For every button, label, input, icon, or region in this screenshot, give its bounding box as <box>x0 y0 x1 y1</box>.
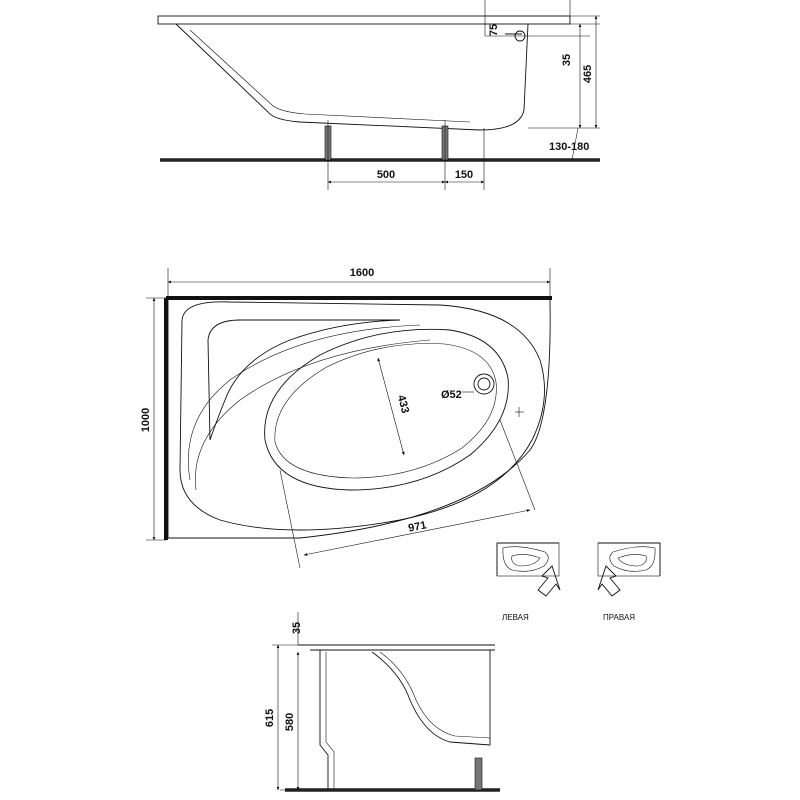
orientation-right-arrow-icon <box>597 565 621 597</box>
top-view-inner-basin <box>264 328 509 491</box>
dim-35: 35 <box>561 54 573 66</box>
dim-465: 465 <box>582 65 594 83</box>
top-view-outer-basin <box>179 301 545 531</box>
drain-hole-inner <box>477 377 491 391</box>
drain-hole-outer <box>473 373 495 395</box>
orientation-right-tub-icon <box>609 546 656 572</box>
top-view-rim <box>167 299 551 539</box>
dim-150: 150 <box>455 169 473 181</box>
side-view: 500 150 75 35 465 130-180 <box>157 0 600 190</box>
end-dim-35: 35 <box>291 622 303 634</box>
dim-1000: 1000 <box>140 408 152 432</box>
side-view-rim <box>157 15 571 25</box>
top-view: 1600 1000 Ø52 433 971 <box>140 267 552 569</box>
end-dim-615: 615 <box>264 709 276 727</box>
end-view-tub-profile <box>371 651 491 746</box>
dim-433: 433 <box>395 394 411 415</box>
orientation-left-arrow-icon <box>537 565 561 597</box>
dim-971: 971 <box>407 519 427 534</box>
side-view-tub-inner-line <box>189 29 471 123</box>
dim-130-180: 130-180 <box>549 141 589 153</box>
orientation-right: ПРАВАЯ <box>597 542 661 622</box>
end-view-apron <box>319 650 329 790</box>
top-view-backrest <box>207 319 401 441</box>
dim-1600: 1600 <box>350 267 374 279</box>
dim-500: 500 <box>377 169 395 181</box>
end-view-leg <box>474 757 483 791</box>
orientation-left-label: ЛЕВАЯ <box>502 613 529 622</box>
orientation-right-label: ПРАВАЯ <box>603 613 635 622</box>
orientation-left: ЛЕВАЯ <box>496 542 561 622</box>
dim-drain-diameter: Ø52 <box>441 389 462 401</box>
side-view-tub-body <box>175 23 529 131</box>
end-dim-580: 580 <box>284 713 296 731</box>
orientation-left-tub-icon <box>502 546 549 572</box>
end-view: 615 580 35 <box>264 612 500 792</box>
dim-75: 75 <box>488 24 500 36</box>
